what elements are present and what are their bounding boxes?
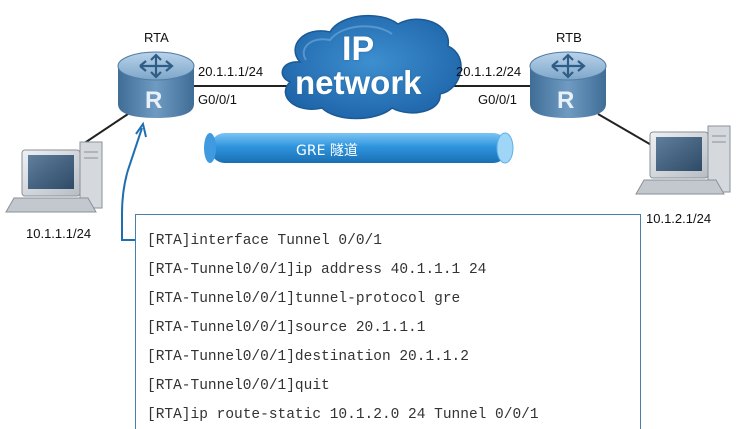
rtb-glyph: R: [557, 87, 575, 114]
pc-left-icon: [5, 141, 103, 213]
rtb-wan-ip: 20.1.1.2/24: [456, 64, 522, 79]
rtb-interface: G0/0/1: [478, 92, 518, 107]
cli-line: [RTA]ip route-static 10.1.2.0 24 Tunnel …: [147, 407, 539, 423]
rta-name: RTA: [144, 30, 169, 45]
cloud-label-ip: IP: [342, 30, 375, 68]
router-rta-icon: [117, 51, 195, 118]
rta-wan-ip: 20.1.1.1/24: [198, 64, 264, 79]
cloud-label-network: network: [295, 64, 422, 101]
gre-tunnel-label: GRE 隧道: [296, 143, 358, 159]
ip-network-cloud: [281, 14, 462, 120]
config-pointer-arrow: [121, 121, 147, 241]
host-right-ip: 10.1.2.1/24: [646, 211, 712, 226]
cli-line: [RTA-Tunnel0/0/1]source 20.1.1.1: [147, 320, 426, 336]
link-rta-host-left: [79, 113, 129, 147]
host-left-ip: 10.1.1.1/24: [26, 226, 92, 241]
router-rtb-icon: [529, 51, 607, 118]
cli-config-box: [RTA]interface Tunnel 0/0/1 [RTA-Tunnel0…: [135, 214, 641, 429]
gre-tunnel: [204, 132, 514, 164]
cli-line: [RTA-Tunnel0/0/1]destination 20.1.1.2: [147, 349, 469, 365]
rta-glyph: R: [145, 87, 163, 114]
rta-interface: G0/0/1: [198, 92, 238, 107]
cli-line: [RTA]interface Tunnel 0/0/1: [147, 233, 382, 249]
rtb-name: RTB: [556, 30, 582, 45]
cli-line: [RTA-Tunnel0/0/1]ip address 40.1.1.1 24: [147, 262, 487, 278]
cli-line: [RTA-Tunnel0/0/1]tunnel-protocol gre: [147, 291, 461, 307]
cli-line: [RTA-Tunnel0/0/1]quit: [147, 378, 330, 394]
pc-right-icon: [635, 125, 731, 195]
